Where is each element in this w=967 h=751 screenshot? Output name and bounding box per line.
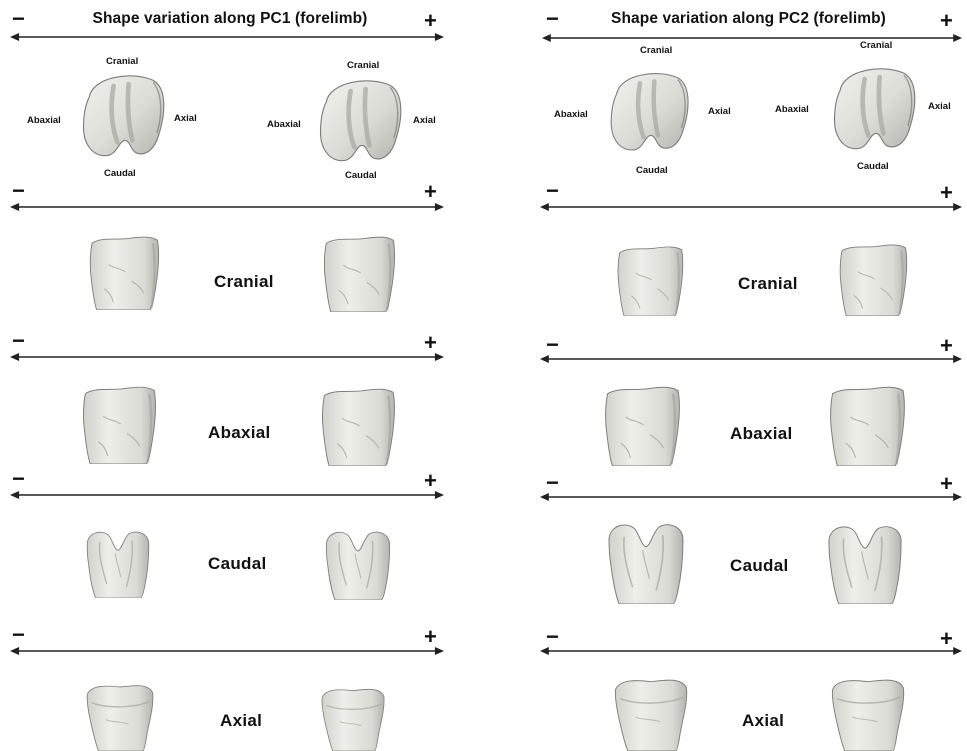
- bone-cranial-plus: [828, 242, 918, 316]
- axial-label: Axial: [928, 101, 951, 112]
- bone-caudal-minus: [74, 528, 162, 598]
- bone-top-plus: [312, 74, 408, 168]
- pc1-panel: Shape variation along PC1 (forelimb) − +…: [0, 0, 460, 751]
- cranial-label: Cranial: [640, 45, 672, 56]
- pc2-axis-arrow: [540, 491, 962, 503]
- bone-caudal-minus: [600, 520, 692, 604]
- row-label-caudal: Caudal: [730, 556, 788, 576]
- minus-sign: −: [546, 8, 559, 30]
- pc2-axis-arrow: [540, 201, 962, 213]
- pc1-title: Shape variation along PC1 (forelimb): [0, 10, 460, 28]
- bone-abaxial-minus: [76, 384, 162, 464]
- minus-sign: −: [12, 624, 25, 646]
- pc2-title: Shape variation along PC2 (forelimb): [530, 10, 967, 28]
- axial-label: Axial: [708, 106, 731, 117]
- pc2-axis-arrow: [542, 32, 962, 44]
- bone-abaxial-plus: [824, 384, 910, 466]
- pc2-panel: Shape variation along PC2 (forelimb) − +…: [530, 0, 967, 751]
- plus-sign: +: [424, 10, 437, 32]
- abaxial-label: Abaxial: [775, 104, 809, 115]
- pc1-axis-arrow: [10, 201, 444, 213]
- bone-axial-plus: [316, 684, 390, 751]
- pc1-axis-arrow: [10, 31, 444, 43]
- bone-cranial-minus: [74, 234, 174, 310]
- minus-sign: −: [12, 330, 25, 352]
- pc2-axis-arrow: [540, 353, 962, 365]
- caudal-label: Caudal: [104, 168, 136, 179]
- abaxial-label: Abaxial: [267, 119, 301, 130]
- pc1-axis-arrow: [10, 645, 444, 657]
- abaxial-label: Abaxial: [554, 109, 588, 120]
- axial-label: Axial: [413, 115, 436, 126]
- plus-sign: +: [424, 181, 437, 203]
- minus-sign: −: [12, 180, 25, 202]
- row-label-axial: Axial: [742, 711, 784, 731]
- pc1-axis-arrow: [10, 351, 444, 363]
- bone-abaxial-plus: [312, 386, 404, 466]
- row-label-abaxial: Abaxial: [730, 424, 793, 444]
- bone-top-minus: [76, 68, 170, 164]
- pc2-axis-arrow: [540, 645, 962, 657]
- bone-abaxial-minus: [598, 384, 686, 466]
- row-label-abaxial: Abaxial: [208, 423, 271, 443]
- cranial-label: Cranial: [347, 60, 379, 71]
- bone-cranial-minus: [604, 244, 696, 316]
- axial-label: Axial: [174, 113, 197, 124]
- bone-caudal-plus: [822, 522, 908, 604]
- row-label-axial: Axial: [220, 711, 262, 731]
- caudal-label: Caudal: [345, 170, 377, 181]
- bone-caudal-plus: [314, 528, 402, 600]
- bone-top-plus: [826, 62, 922, 156]
- plus-sign: +: [940, 10, 953, 32]
- bone-top-minus: [604, 64, 694, 160]
- bone-cranial-plus: [310, 234, 408, 312]
- caudal-label: Caudal: [636, 165, 668, 176]
- row-label-cranial: Cranial: [214, 272, 274, 292]
- bone-axial-minus: [602, 674, 700, 751]
- minus-sign: −: [546, 180, 559, 202]
- pc1-axis-arrow: [10, 489, 444, 501]
- cranial-label: Cranial: [860, 40, 892, 51]
- bone-axial-minus: [78, 680, 162, 751]
- abaxial-label: Abaxial: [27, 115, 61, 126]
- bone-axial-plus: [824, 674, 912, 751]
- row-label-cranial: Cranial: [738, 274, 798, 294]
- row-label-caudal: Caudal: [208, 554, 266, 574]
- cranial-label: Cranial: [106, 56, 138, 67]
- minus-sign: −: [12, 8, 25, 30]
- caudal-label: Caudal: [857, 161, 889, 172]
- minus-sign: −: [12, 468, 25, 490]
